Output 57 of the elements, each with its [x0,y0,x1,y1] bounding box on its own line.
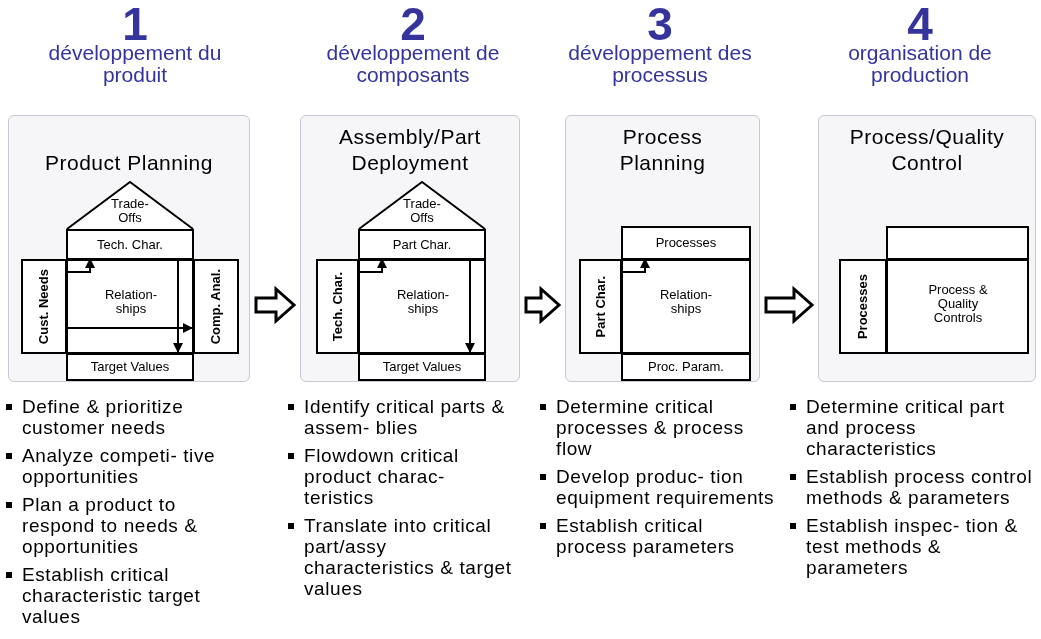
arrow [173,258,183,353]
cell-label: Part Char. [593,275,608,338]
bullet-item: Plan a product to respond to needs & opportunities [4,494,236,557]
bullet-item: Determine critical processes & process flow [538,396,778,459]
cell-label: Processes [655,236,717,250]
bullet-item: Flowdown critical product charac- teristics [286,445,514,508]
cell-label: Trade- Offs [110,197,150,225]
phase-panel [818,115,1036,382]
cell-label: Relation- ships [654,285,718,319]
matrix-side-cell [316,259,359,354]
cell-label: Comp. Anal. [209,268,223,345]
matrix-side-cell [193,259,239,354]
matrix-side-cell [21,259,67,354]
cell-label: Target Values [90,360,170,374]
bullet-item: Develop produc- tion equipment requirements [538,466,778,508]
bullet-item: Identify critical parts & assem- blies [286,396,514,438]
block-arrow [254,285,297,325]
matrix-cell [66,229,194,260]
matrix-cell [66,353,194,381]
cell-label: Relation- ships [99,285,163,319]
bullet-item: Determine critical part and process characteristics [788,396,1038,459]
matrix-cell [358,353,486,381]
matrix-side-cell [839,259,887,354]
bullet-item: Establish process control methods & parameters [788,466,1038,508]
cell-label: Process & Quality Controls [917,281,999,327]
cell-label: Cust. Needs [37,268,51,345]
block-arrow [524,285,562,325]
cell-label: Target Values [382,360,462,374]
cell-label: Tech. Char. [330,271,345,342]
matrix-heading: Process/Quality Control [848,124,1006,176]
matrix-heading: Process Planning [618,124,707,176]
bullet-item: Analyze competi- tive opportunities [4,445,236,487]
bullet-item: Establish critical characteristic target values [4,564,236,627]
cell-label: Processes [856,273,870,340]
matrix-cell [621,353,751,381]
phase-panel [565,115,760,382]
empty-cell [886,226,1029,260]
matrix-side-cell [579,259,622,354]
bullet-item: Define & prioritize customer needs [4,396,236,438]
roof-triangle [358,181,486,230]
phase-panel [8,115,250,382]
matrix-heading: Product Planning [45,150,213,176]
cell-label: Proc. Param. [648,360,724,374]
bullet-item: Translate into critical part/assy characteristics & target values [286,515,514,599]
block-arrow [764,285,815,325]
cell-label: Relation- ships [391,285,455,319]
cell-label: Tech. Char. [97,237,163,252]
cell-label: Part Char. [392,237,452,252]
bullet-item: Establish inspec- tion & test methods & parameters [788,515,1038,578]
matrix-heading: Assembly/Part Deployment [338,124,482,176]
roof-triangle [66,181,194,230]
matrix-cell [621,226,751,260]
bullet-item: Establish critical process parameters [538,515,778,557]
cell-label: Trade- Offs [402,197,442,225]
arrow [465,258,475,353]
matrix-cell [358,229,486,260]
phase-panel [300,115,520,382]
